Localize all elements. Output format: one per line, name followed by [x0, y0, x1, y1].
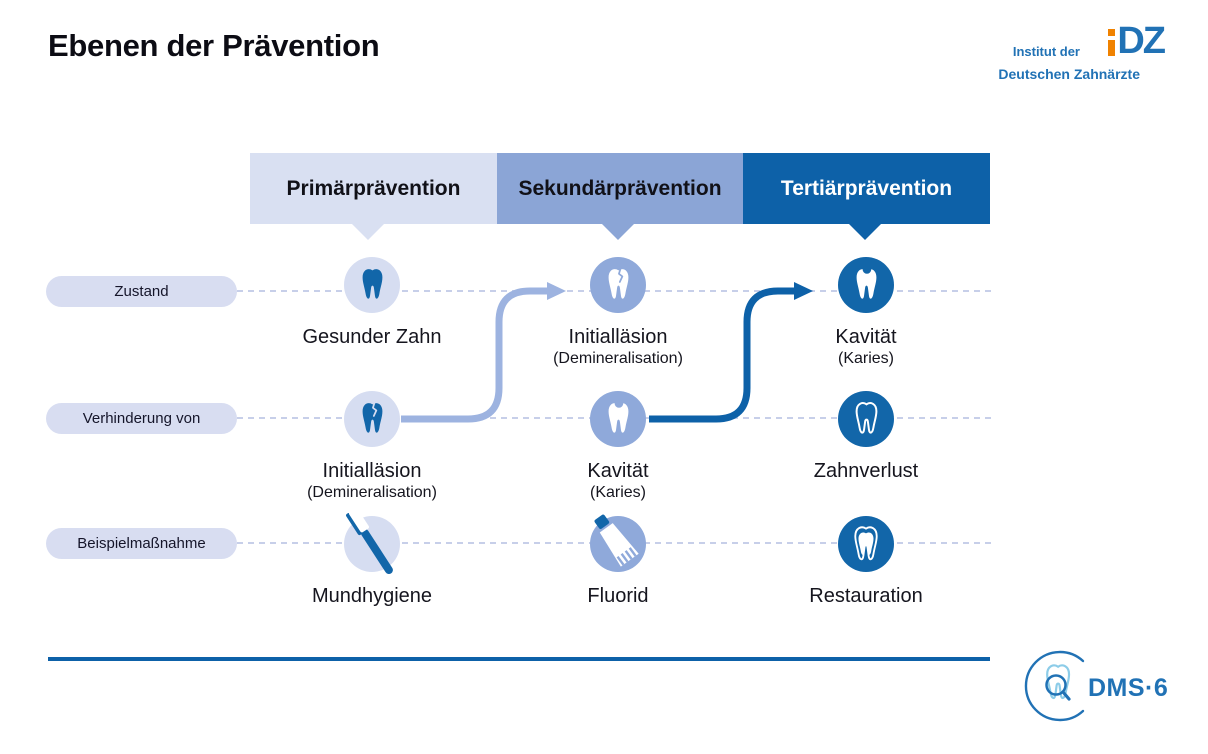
tooth-cavity-icon	[590, 391, 646, 447]
cell-massnahme-primaer: Mundhygiene	[262, 508, 482, 608]
cell-subtitle: (Demineralisation)	[307, 484, 437, 501]
column-header-primaerpraevention: Primärprävention	[250, 153, 497, 224]
dms6-logo-mark-icon	[1024, 650, 1085, 722]
cell-title: Fluorid	[587, 585, 649, 607]
cell-title: Restauration	[809, 585, 923, 607]
idz-orange-i-icon	[1108, 29, 1116, 56]
tooth-healthy-icon	[344, 257, 400, 313]
idz-logo-letters: DZ	[1117, 20, 1166, 62]
idz-logo: DZ Institut der Deutschen Zahnärzte	[998, 20, 1166, 90]
cell-massnahme-sekundaer: Fluorid	[508, 514, 728, 608]
column-header-sekundaerpraevention: Sekundärprävention	[497, 153, 743, 224]
cell-title: Initialläsion	[568, 326, 668, 348]
cell-zustand-sekundaer: Initialläsion (Demineralisation)	[508, 257, 728, 369]
cell-massnahme-tertiaer: Restauration	[756, 516, 976, 608]
tooth-restoration-icon	[838, 516, 894, 572]
cell-zustand-tertiaer: Kavität (Karies)	[756, 257, 976, 369]
header-pointer-triangle	[849, 224, 881, 240]
cell-title: Kavität	[835, 326, 897, 348]
idz-logo-mark: DZ	[1108, 20, 1166, 62]
cell-subtitle: (Karies)	[589, 484, 646, 501]
tooth-initial-lesion-icon	[590, 257, 646, 313]
row-label-beispielmassnahme: Beispielmaßnahme	[46, 528, 237, 559]
row-label-verhinderung-von: Verhinderung von	[46, 403, 237, 434]
tooth-missing-outline-icon	[838, 391, 894, 447]
toothpaste-tube-icon	[590, 514, 646, 572]
cell-title: Kavität	[587, 460, 649, 482]
column-header-tertiaerpraevention: Tertiärprävention	[743, 153, 990, 224]
idz-logo-line2: Deutschen Zahnärzte	[998, 66, 1140, 82]
dms6-logo-text: DMS·6	[1088, 674, 1169, 702]
cell-subtitle: (Karies)	[837, 350, 894, 367]
tooth-cavity-icon	[838, 257, 894, 313]
cell-title: Gesunder Zahn	[302, 326, 442, 348]
cell-subtitle: (Demineralisation)	[553, 350, 683, 367]
cell-title: Mundhygiene	[311, 585, 433, 607]
footer-rule	[48, 657, 990, 661]
toothbrush-icon	[344, 508, 400, 574]
cell-title: Zahnverlust	[813, 460, 919, 482]
page-title: Ebenen der Prävention	[48, 28, 380, 63]
cell-zustand-primaer: Gesunder Zahn	[262, 257, 482, 349]
cell-verhinderung-tertiaer: Zahnverlust	[756, 391, 976, 483]
cell-verhinderung-primaer: Initialläsion (Demineralisation)	[262, 391, 482, 503]
idz-logo-line1: Institut der	[1012, 44, 1080, 59]
header-pointer-triangle	[352, 224, 384, 240]
cell-verhinderung-sekundaer: Kavität (Karies)	[508, 391, 728, 503]
header-pointer-triangle	[602, 224, 634, 240]
row-label-zustand: Zustand	[46, 276, 237, 307]
dms6-logo: DMS·6	[1020, 648, 1208, 732]
tooth-initial-lesion-icon	[344, 391, 400, 447]
cell-title: Initialläsion	[322, 460, 422, 482]
